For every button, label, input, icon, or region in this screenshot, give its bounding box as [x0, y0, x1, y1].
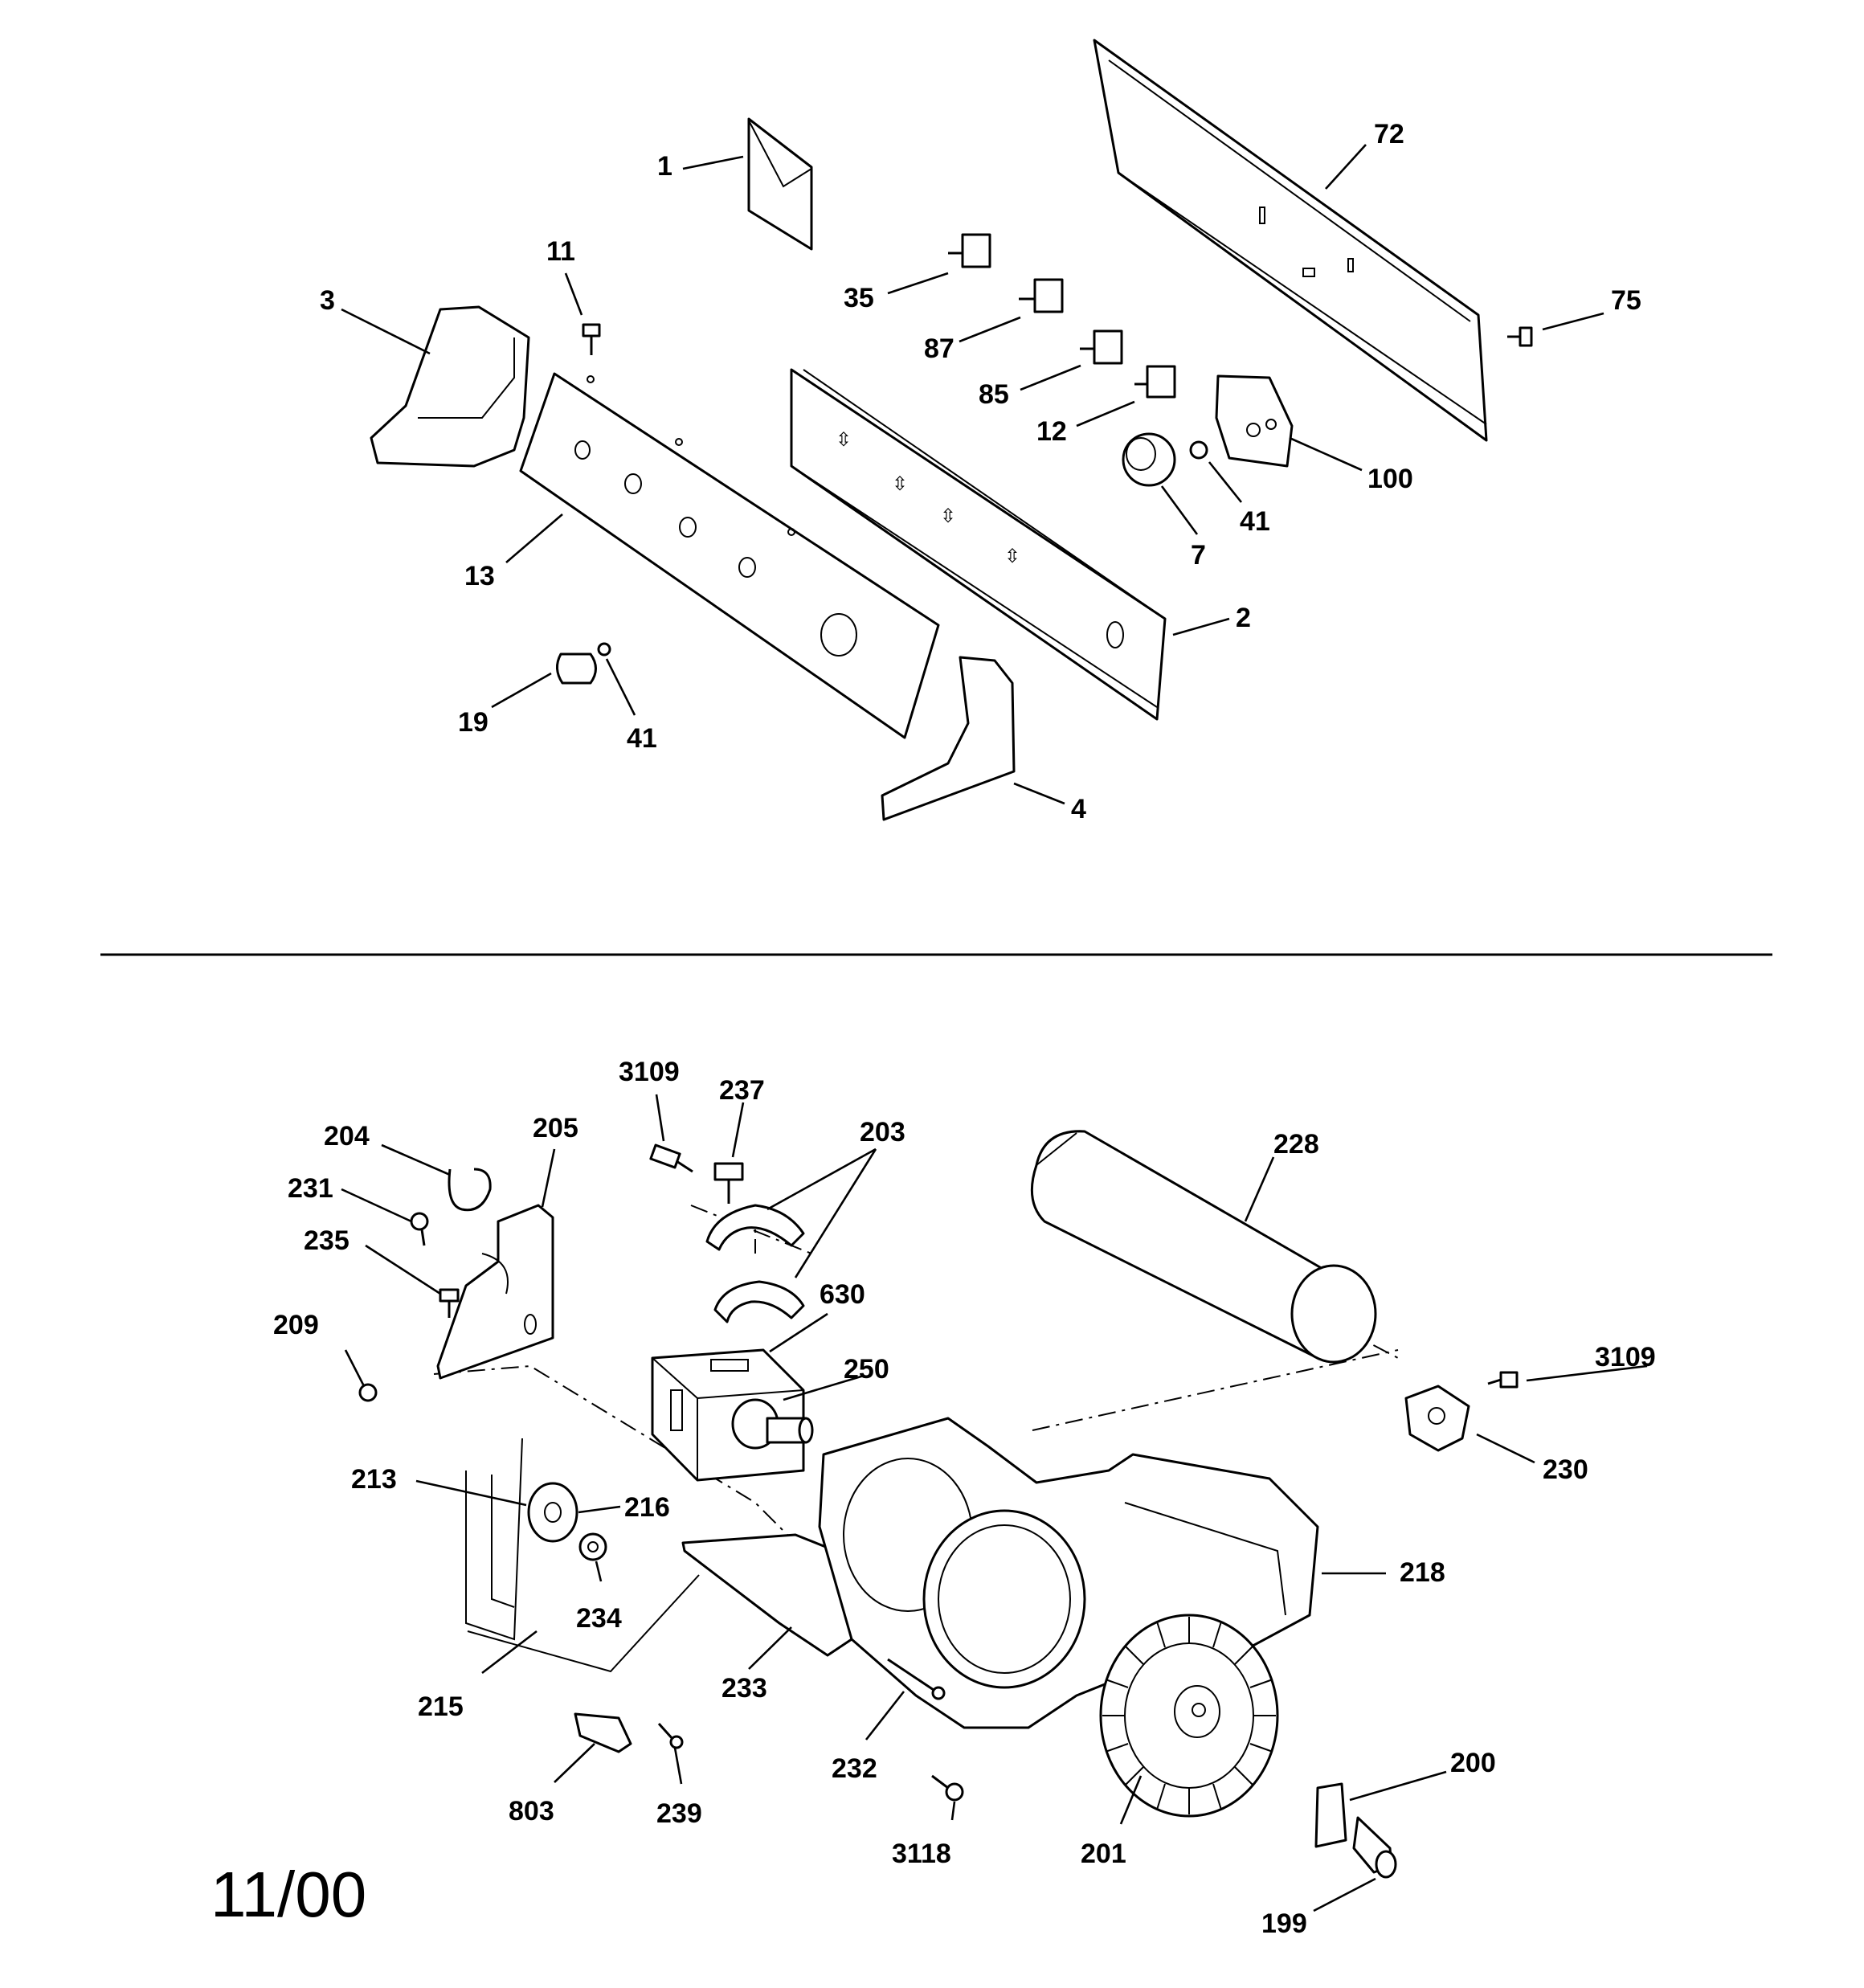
part-19-knob — [556, 652, 597, 685]
callout-200: 200 — [1450, 1748, 1496, 1778]
callout-85: 85 — [979, 379, 1009, 410]
callout-233: 233 — [721, 1673, 767, 1704]
part-41-clip-lower — [597, 642, 611, 657]
callout-87: 87 — [924, 333, 954, 364]
callout-3109-right: 3109 — [1595, 1342, 1656, 1372]
part-7-dial-knob — [1122, 432, 1176, 487]
callout-3118: 3118 — [892, 1839, 951, 1869]
callout-234: 234 — [576, 1603, 622, 1634]
part-1-envelope — [747, 117, 813, 251]
callout-209: 209 — [273, 1310, 319, 1340]
callout-232: 232 — [832, 1753, 877, 1784]
callout-3109-upper: 3109 — [619, 1057, 680, 1087]
callout-231: 231 — [288, 1173, 333, 1204]
callout-213: 213 — [351, 1464, 397, 1495]
callout-218: 218 — [1400, 1557, 1445, 1588]
part-231-screw — [410, 1212, 429, 1246]
part-2-channel: ⇳ ⇳ ⇳ ⇳ — [790, 368, 1167, 721]
callout-203: 203 — [860, 1117, 905, 1147]
part-201-blower-wheel — [1099, 1614, 1279, 1818]
part-237-screw — [713, 1162, 744, 1204]
upper-callouts: 1 72 11 3 35 75 87 85 12 100 41 7 13 2 1… — [320, 119, 1641, 824]
part-100-timer — [1215, 374, 1294, 468]
callout-2: 2 — [1236, 603, 1251, 633]
part-233-base-bracket — [681, 1533, 853, 1657]
callout-199: 199 — [1261, 1908, 1307, 1939]
callout-41-upper: 41 — [1240, 506, 1270, 537]
callout-204: 204 — [324, 1121, 370, 1151]
lower-section — [341, 1094, 1648, 1912]
callout-4: 4 — [1071, 794, 1086, 824]
callout-803: 803 — [509, 1796, 554, 1826]
part-216-pulley — [527, 1482, 578, 1543]
callout-201: 201 — [1081, 1839, 1126, 1869]
part-232-pin — [887, 1658, 946, 1700]
callout-228: 228 — [1273, 1129, 1319, 1160]
part-213-idler-bracket — [465, 1438, 523, 1641]
callout-35: 35 — [844, 283, 874, 313]
part-3-end-cap — [370, 305, 530, 468]
part-215-idler-wire — [467, 1574, 700, 1673]
callout-239: 239 — [656, 1798, 702, 1829]
callout-237: 237 — [719, 1075, 765, 1106]
callout-19: 19 — [458, 707, 488, 738]
svg-text:⇳: ⇳ — [892, 472, 908, 495]
svg-text:⇳: ⇳ — [836, 428, 852, 451]
callout-72: 72 — [1374, 119, 1404, 149]
part-239-screw — [657, 1722, 684, 1749]
callout-230: 230 — [1543, 1454, 1588, 1485]
part-3109-screw-right — [1487, 1371, 1519, 1389]
part-13-control-panel — [519, 372, 940, 739]
part-4-end-bracket — [881, 656, 1016, 821]
callout-1: 1 — [657, 151, 672, 182]
part-630-motor — [651, 1348, 805, 1482]
callout-41-lower: 41 — [627, 723, 657, 754]
part-11-screw — [582, 323, 601, 355]
part-209-nut — [358, 1383, 378, 1402]
part-87-switch — [1019, 278, 1064, 313]
callout-216: 216 — [624, 1492, 670, 1523]
part-199-bolt — [1352, 1816, 1397, 1879]
callout-215: 215 — [418, 1691, 464, 1722]
callout-3: 3 — [320, 285, 335, 316]
part-204-clamp — [448, 1168, 492, 1212]
part-234-pulley-wheel — [578, 1532, 607, 1561]
svg-text:⇳: ⇳ — [1004, 545, 1020, 567]
part-72-rear-panel — [1093, 39, 1488, 442]
part-203-motor-clamps — [705, 1204, 805, 1323]
part-228-duct — [1030, 1130, 1377, 1364]
svg-text:⇳: ⇳ — [940, 505, 956, 527]
part-235-screw — [439, 1288, 460, 1318]
callout-100: 100 — [1367, 464, 1413, 494]
part-3118-screw — [931, 1774, 964, 1802]
upper-section: ⇳ ⇳ ⇳ ⇳ — [341, 39, 1604, 821]
part-41-clip-upper — [1189, 440, 1208, 460]
part-250-motor-shaft — [731, 1398, 814, 1450]
callout-250: 250 — [844, 1354, 889, 1385]
callout-75: 75 — [1611, 285, 1641, 316]
callout-11: 11 — [546, 236, 575, 267]
lower-callouts: 3109 237 203 205 204 228 231 235 630 209… — [273, 1057, 1656, 1939]
callout-235: 235 — [304, 1225, 350, 1256]
date-code: 11/00 — [211, 1859, 366, 1930]
callout-630: 630 — [820, 1279, 865, 1310]
part-35-switch — [948, 233, 991, 268]
part-803-connector — [574, 1712, 632, 1753]
callout-205: 205 — [533, 1113, 578, 1143]
callout-12: 12 — [1036, 416, 1067, 447]
callout-7: 7 — [1191, 540, 1206, 571]
part-200-clip — [1314, 1782, 1347, 1848]
part-205-mount-plate — [436, 1204, 554, 1380]
part-230-thermostat — [1404, 1385, 1470, 1452]
callout-13: 13 — [464, 561, 495, 591]
part-12-switch — [1134, 365, 1176, 399]
part-85-switch — [1080, 329, 1123, 365]
part-3109-screw-upper — [649, 1143, 693, 1173]
part-75-screw — [1507, 326, 1533, 347]
